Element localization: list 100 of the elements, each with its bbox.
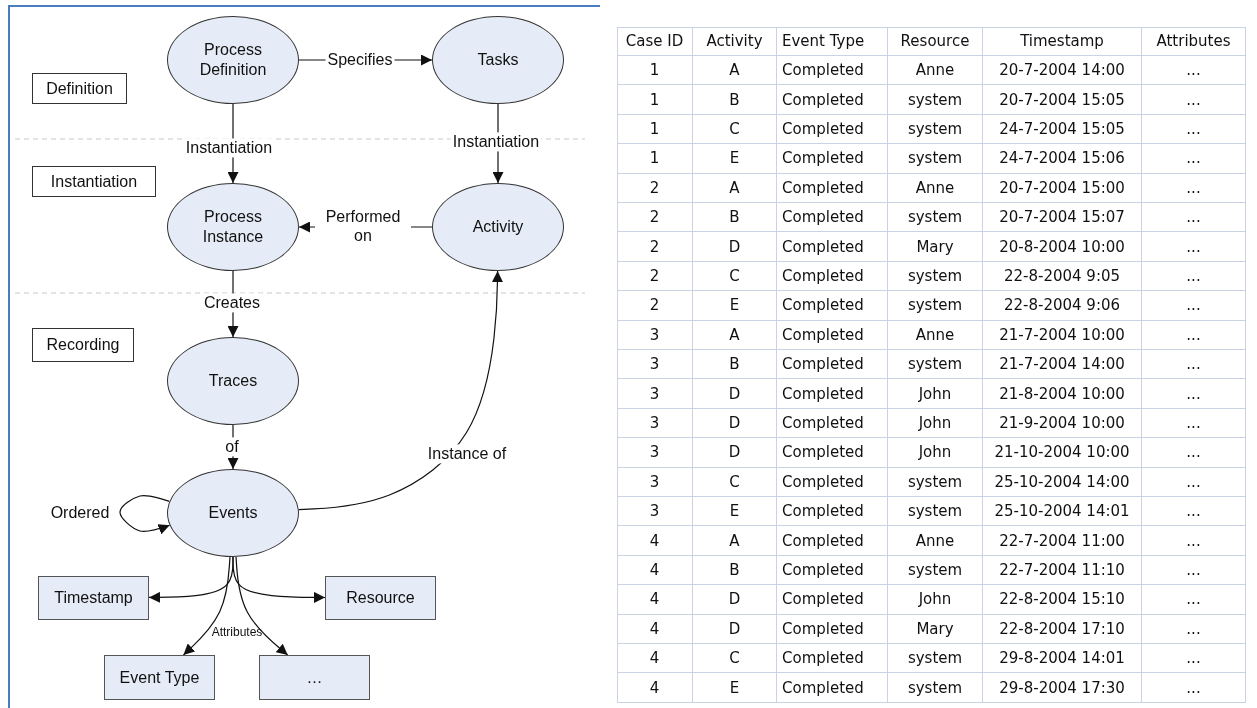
edge-label: Instantiation	[450, 132, 542, 152]
table-cell: E	[693, 673, 777, 703]
column-header: Event Type	[777, 27, 888, 56]
table-cell: Completed	[777, 85, 888, 115]
table-cell: 4	[617, 644, 693, 674]
table-cell: ...	[1142, 350, 1246, 380]
table-cell: system	[888, 144, 983, 174]
table-cell: Mary	[888, 232, 983, 262]
arrow	[235, 556, 289, 656]
arrow	[232, 556, 326, 603]
table-cell: ...	[1142, 408, 1246, 439]
table-cell: Anne	[888, 173, 983, 203]
table-cell: Completed	[777, 438, 888, 468]
table-cell: Completed	[777, 203, 888, 233]
table-cell: John	[888, 379, 983, 409]
table-cell: Mary	[888, 614, 983, 644]
table-cell: 2	[617, 291, 693, 321]
table-cell: A	[693, 526, 777, 556]
table-cell: 3	[617, 379, 693, 409]
section-label-box: Definition	[32, 73, 127, 104]
edge-label: Ordered	[49, 503, 111, 523]
table-cell: Completed	[777, 114, 888, 145]
table-cell: 22-8-2004 17:10	[983, 614, 1142, 644]
attribute-box: Resource	[325, 576, 436, 620]
table-cell: ...	[1142, 320, 1246, 350]
table-cell: system	[888, 673, 983, 703]
table-cell: C	[693, 261, 777, 292]
table-cell: ...	[1142, 673, 1246, 703]
table-cell: ...	[1142, 526, 1246, 556]
table-cell: system	[888, 350, 983, 380]
ellipse-node: Events	[167, 469, 299, 557]
table-cell: Completed	[777, 408, 888, 439]
table-cell: ...	[1142, 438, 1246, 468]
table-cell: Completed	[777, 350, 888, 380]
table-cell: system	[888, 203, 983, 233]
arrow	[182, 556, 231, 656]
table-cell: 20-8-2004 10:00	[983, 232, 1142, 262]
arrow	[298, 270, 503, 511]
attribute-box: …	[259, 655, 370, 700]
table-cell: ...	[1142, 173, 1246, 203]
table-cell: ...	[1142, 291, 1246, 321]
edge-label: Creates	[202, 293, 262, 313]
table-cell: system	[888, 555, 983, 586]
arrow	[119, 495, 171, 535]
table-cell: ...	[1142, 555, 1246, 586]
table-cell: Anne	[888, 56, 983, 86]
table-cell: 29-8-2004 14:01	[983, 644, 1142, 674]
table-cell: system	[888, 291, 983, 321]
table-cell: 25-10-2004 14:01	[983, 497, 1142, 527]
table-cell: John	[888, 438, 983, 468]
table-cell: ...	[1142, 497, 1246, 527]
table-cell: 2	[617, 203, 693, 233]
table-cell: 3	[617, 497, 693, 527]
table-cell: system	[888, 644, 983, 674]
table-cell: 3	[617, 408, 693, 439]
table-cell: Completed	[777, 644, 888, 674]
table-cell: 25-10-2004 14:00	[983, 467, 1142, 497]
table-cell: Completed	[777, 144, 888, 174]
table-cell: Completed	[777, 291, 888, 321]
table-cell: 20-7-2004 14:00	[983, 56, 1142, 86]
table-cell: 1	[617, 56, 693, 86]
table-cell: ...	[1142, 261, 1246, 292]
table-cell: 3	[617, 320, 693, 350]
table-cell: 22-7-2004 11:00	[983, 526, 1142, 556]
table-cell: 3	[617, 438, 693, 468]
ellipse-node: Activity	[432, 183, 564, 271]
table-cell: Completed	[777, 497, 888, 527]
table-cell: E	[693, 497, 777, 527]
table-cell: C	[693, 114, 777, 145]
table-cell: system	[888, 497, 983, 527]
table-cell: D	[693, 585, 777, 615]
table-cell: Completed	[777, 526, 888, 556]
table-cell: Completed	[777, 555, 888, 586]
table-cell: D	[693, 438, 777, 468]
ellipse-node: Tasks	[432, 16, 564, 104]
table-cell: 21-9-2004 10:00	[983, 408, 1142, 439]
table-cell: B	[693, 555, 777, 586]
table-cell: ...	[1142, 614, 1246, 644]
table-cell: Completed	[777, 379, 888, 409]
table-cell: Anne	[888, 526, 983, 556]
table-cell: B	[693, 203, 777, 233]
table-cell: 3	[617, 467, 693, 497]
table-cell: ...	[1142, 114, 1246, 145]
table-cell: 3	[617, 350, 693, 380]
table-cell: ...	[1142, 379, 1246, 409]
table-cell: Completed	[777, 232, 888, 262]
edge-label: Specifies	[325, 50, 395, 70]
column-header: Activity	[693, 27, 777, 56]
table-cell: 4	[617, 585, 693, 615]
table-cell: A	[693, 173, 777, 203]
ellipse-node: Process Definition	[167, 16, 299, 104]
column-header: Resource	[888, 27, 983, 56]
table-cell: 4	[617, 673, 693, 703]
table-cell: E	[693, 291, 777, 321]
table-cell: 24-7-2004 15:05	[983, 114, 1142, 145]
table-cell: 2	[617, 173, 693, 203]
section-label-box: Instantiation	[32, 166, 156, 197]
table-cell: Completed	[777, 320, 888, 350]
table-cell: 22-8-2004 9:05	[983, 261, 1142, 292]
table-cell: 4	[617, 614, 693, 644]
